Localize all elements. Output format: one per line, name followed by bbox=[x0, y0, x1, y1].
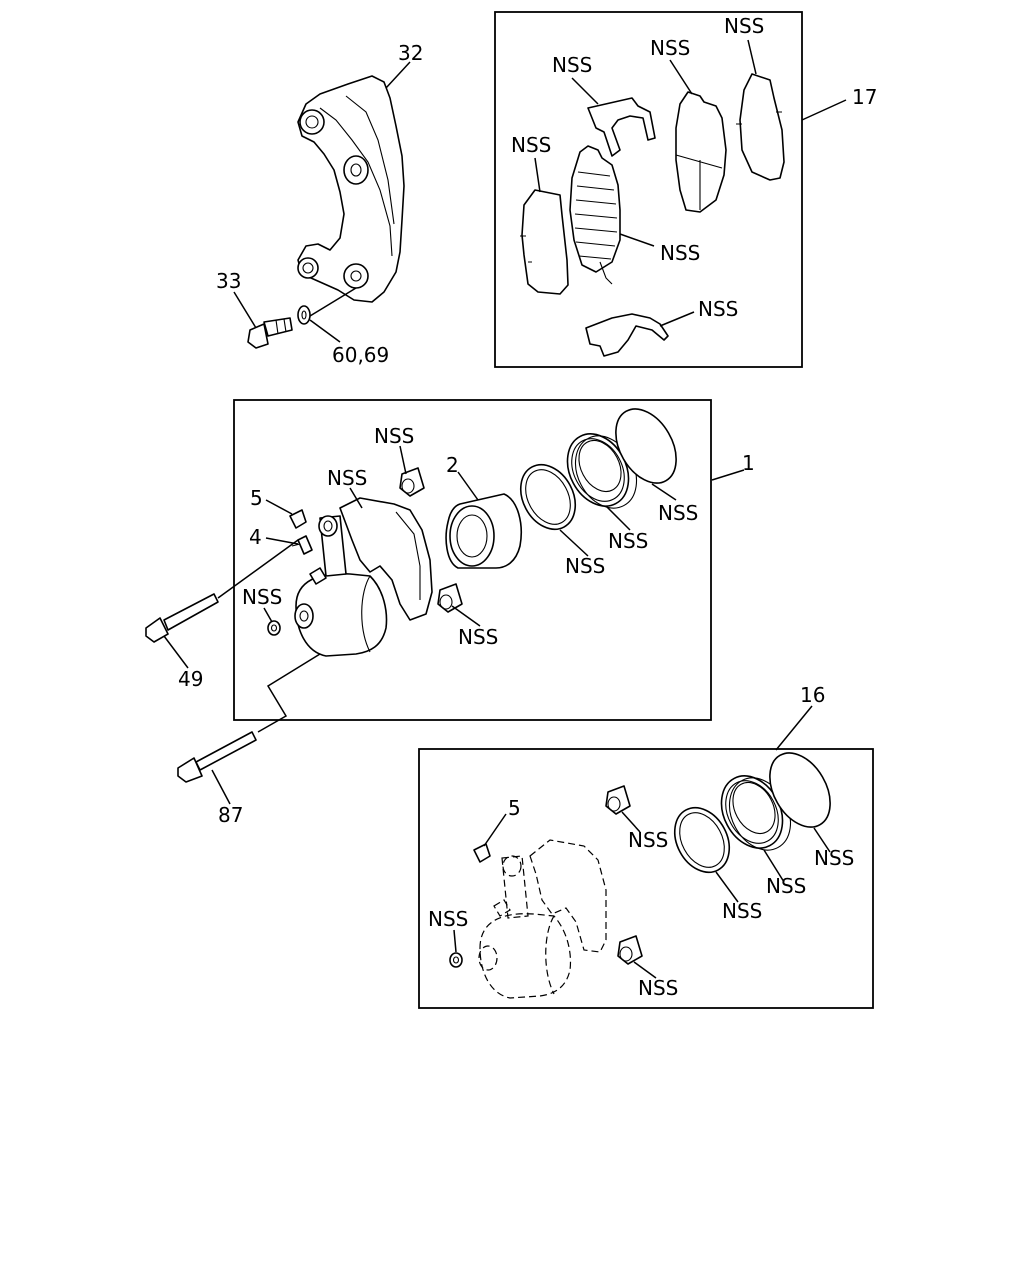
label-nss: NSS bbox=[724, 14, 764, 38]
label-caliper-bracket: 32 bbox=[398, 41, 423, 65]
seal-kit-bushing-inner bbox=[449, 952, 463, 968]
seal-kit-bushing-lower bbox=[617, 935, 643, 965]
pad-clip-lower bbox=[585, 313, 669, 357]
label-piston: 2 bbox=[446, 453, 459, 477]
label-nss: NSS bbox=[660, 241, 700, 265]
bracket-washer bbox=[297, 305, 311, 325]
label-nss: NSS bbox=[658, 501, 698, 525]
pad-clip-upper bbox=[587, 97, 656, 157]
caliper-assembly-box bbox=[233, 399, 712, 721]
brake-pad-outer bbox=[675, 91, 727, 213]
label-bracket-bolt: 33 bbox=[216, 269, 241, 293]
brake-pad-inner bbox=[569, 145, 621, 285]
bushing-inner bbox=[267, 620, 281, 636]
label-nss: NSS bbox=[552, 53, 592, 77]
guide-bolt-upper bbox=[145, 593, 219, 643]
label-nss: NSS bbox=[242, 585, 282, 609]
seal-kit-box bbox=[418, 748, 874, 1009]
label-nss: NSS bbox=[608, 529, 648, 553]
label-seal-kit-cap: 5 bbox=[508, 796, 521, 820]
piston-boot bbox=[566, 433, 638, 509]
seal-kit-boot bbox=[720, 775, 792, 851]
caliper-piston bbox=[445, 493, 522, 569]
seal-kit-retaining-ring bbox=[769, 752, 831, 828]
bleeder-screw bbox=[291, 535, 313, 555]
label-nss: NSS bbox=[814, 846, 854, 870]
caliper-outline-reference bbox=[478, 839, 607, 999]
label-pad-kit: 17 bbox=[852, 85, 877, 109]
label-nss: NSS bbox=[638, 976, 678, 1000]
label-nss: NSS bbox=[766, 874, 806, 898]
label-nss: NSS bbox=[428, 907, 468, 931]
label-nss: NSS bbox=[698, 297, 738, 321]
boot-retaining-ring bbox=[615, 408, 677, 484]
caliper-bracket bbox=[297, 75, 405, 303]
pad-kit-box bbox=[494, 11, 803, 368]
guide-bolt-lower bbox=[177, 731, 257, 783]
label-bleeder-cap: 5 bbox=[250, 486, 263, 510]
bushing-upper bbox=[399, 467, 425, 497]
label-washer: 60,69 bbox=[332, 343, 389, 367]
caliper-body bbox=[294, 497, 433, 657]
pad-shim-outer-left bbox=[520, 189, 569, 295]
bleeder-cap bbox=[289, 509, 307, 529]
bracket-bolt bbox=[247, 317, 293, 349]
label-nss: NSS bbox=[722, 899, 762, 923]
label-nss: NSS bbox=[374, 424, 414, 448]
label-nss: NSS bbox=[628, 828, 668, 852]
piston-seal bbox=[519, 463, 577, 531]
bushing-lower bbox=[437, 583, 463, 613]
label-guide-bolt-lower: 87 bbox=[218, 803, 243, 827]
label-nss: NSS bbox=[650, 36, 690, 60]
label-nss: NSS bbox=[458, 625, 498, 649]
label-nss: NSS bbox=[327, 466, 367, 490]
seal-kit-piston-seal bbox=[673, 806, 731, 874]
label-nss: NSS bbox=[565, 554, 605, 578]
seal-kit-bleeder-cap bbox=[473, 843, 491, 863]
label-seal-kit: 16 bbox=[800, 683, 825, 707]
label-caliper-assembly: 1 bbox=[742, 451, 755, 475]
pad-shim-outer-right bbox=[736, 73, 785, 181]
label-guide-bolt-upper: 49 bbox=[178, 667, 203, 691]
label-bleeder-screw: 4 bbox=[249, 525, 262, 549]
seal-kit-bushing-upper bbox=[605, 785, 631, 815]
label-nss: NSS bbox=[511, 133, 551, 157]
